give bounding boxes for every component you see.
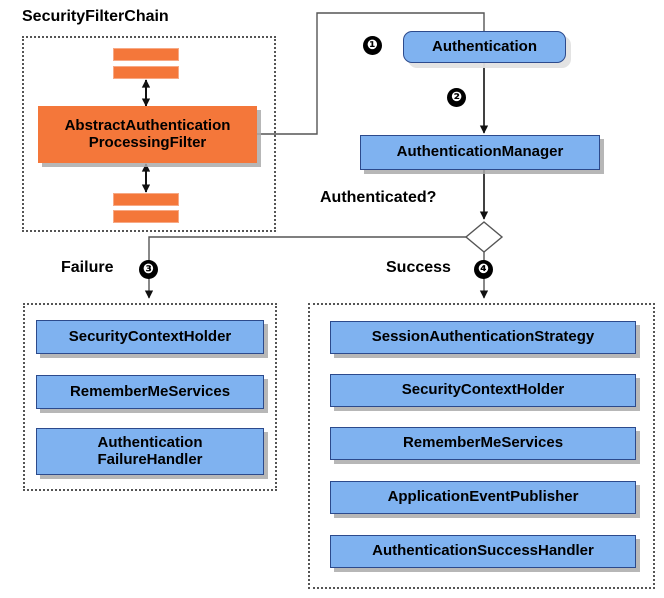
success-item-security-context-holder[interactable]: SecurityContextHolder bbox=[330, 374, 636, 407]
failure-item-remember-me-services[interactable]: RememberMeServices bbox=[36, 375, 264, 409]
failure-item-label: Authentication FailureHandler bbox=[97, 435, 202, 467]
filter-bar-top-1 bbox=[113, 48, 179, 61]
step-marker-4: ❹ bbox=[474, 260, 493, 279]
step-marker-1: ❶ bbox=[363, 36, 382, 55]
success-item-label: SessionAuthenticationStrategy bbox=[371, 328, 595, 346]
filter-bar-bottom-2 bbox=[113, 210, 179, 223]
filter-label-line1: AbstractAuthentication bbox=[64, 117, 231, 135]
success-branch-label: Success bbox=[386, 259, 451, 276]
abstract-authentication-processing-filter-node[interactable]: AbstractAuthentication ProcessingFilter bbox=[38, 106, 257, 163]
success-branch-group bbox=[308, 303, 655, 589]
authentication-node[interactable]: Authentication bbox=[403, 31, 566, 63]
authentication-manager-label: AuthenticationManager bbox=[396, 143, 564, 161]
authenticated-decision-label: Authenticated? bbox=[320, 189, 437, 206]
success-item-authentication-success-handler[interactable]: AuthenticationSuccessHandler bbox=[330, 535, 636, 568]
success-item-session-authentication-strategy[interactable]: SessionAuthenticationStrategy bbox=[330, 321, 636, 354]
security-filter-chain-title: SecurityFilterChain bbox=[22, 8, 169, 25]
success-item-remember-me-services[interactable]: RememberMeServices bbox=[330, 427, 636, 460]
success-item-label: SecurityContextHolder bbox=[401, 381, 565, 399]
security-filter-chain-group bbox=[22, 36, 276, 232]
success-item-label: ApplicationEventPublisher bbox=[387, 488, 579, 506]
failure-item-label-line2: FailureHandler bbox=[97, 450, 203, 468]
filter-bar-bottom-1 bbox=[113, 193, 179, 206]
failure-item-label: RememberMeServices bbox=[69, 382, 231, 400]
failure-item-label: SecurityContextHolder bbox=[68, 327, 232, 345]
filter-bar-top-2 bbox=[113, 66, 179, 79]
failure-item-security-context-holder[interactable]: SecurityContextHolder bbox=[36, 320, 264, 354]
step-marker-3: ❸ bbox=[139, 260, 158, 279]
failure-item-authentication-failure-handler[interactable]: Authentication FailureHandler bbox=[36, 428, 264, 475]
failure-item-label-line1: Authentication bbox=[97, 434, 203, 452]
step-marker-2: ❷ bbox=[447, 88, 466, 107]
success-item-label: RememberMeServices bbox=[402, 434, 564, 452]
failure-branch-label: Failure bbox=[61, 259, 114, 276]
authentication-manager-node[interactable]: AuthenticationManager bbox=[360, 135, 600, 170]
authentication-label: Authentication bbox=[432, 37, 537, 55]
success-item-application-event-publisher[interactable]: ApplicationEventPublisher bbox=[330, 481, 636, 514]
success-item-label: AuthenticationSuccessHandler bbox=[372, 542, 594, 560]
failure-branch-group bbox=[23, 303, 277, 491]
filter-label-line2: ProcessingFilter bbox=[88, 133, 207, 151]
abstract-authentication-processing-filter-label: AbstractAuthentication ProcessingFilter bbox=[65, 118, 231, 150]
